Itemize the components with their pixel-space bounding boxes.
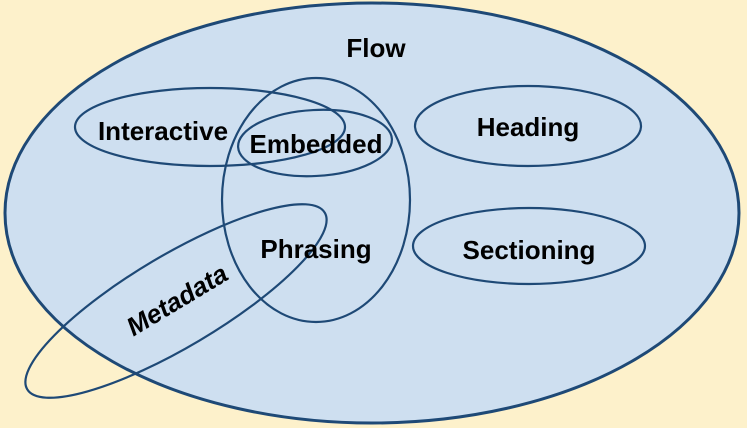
- metadata-ellipse: [24, 203, 328, 399]
- embedded-ellipse: [236, 108, 394, 178]
- sectioning-ellipse: [411, 206, 647, 286]
- interactive-ellipse: [73, 86, 347, 168]
- flow-ellipse: [3, 1, 741, 425]
- phrasing-label: Phrasing: [260, 234, 372, 264]
- heading-ellipse: [413, 84, 643, 168]
- embedded-label: Embedded: [249, 129, 383, 159]
- sectioning-label: Sectioning: [462, 235, 596, 265]
- heading-label: Heading: [476, 112, 580, 142]
- flow-label: Flow: [346, 33, 406, 63]
- phrasing-ellipse: [220, 76, 412, 324]
- interactive-label: Interactive: [97, 116, 229, 146]
